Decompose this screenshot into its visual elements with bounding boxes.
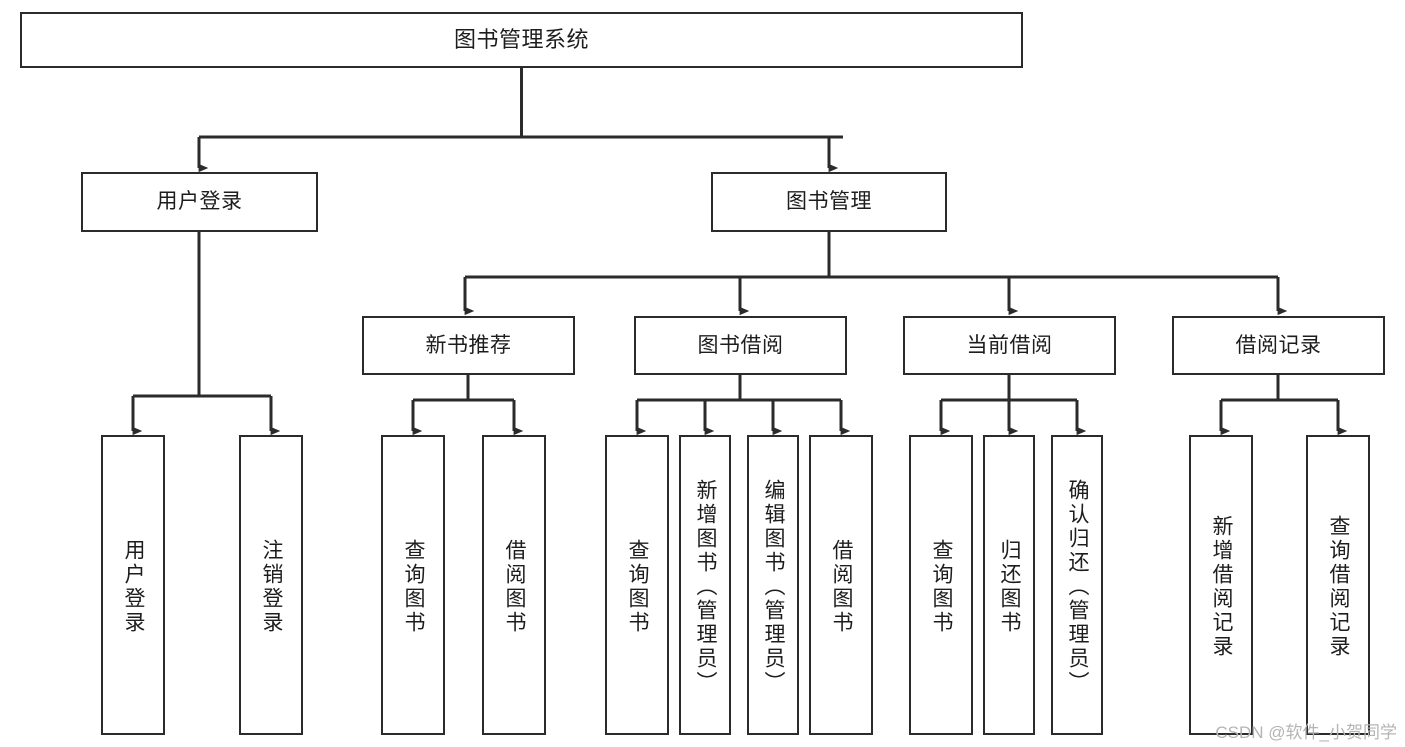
node-borrow-record[interactable]: 借阅记录 [1172,316,1385,375]
leaf-label: 归还图书 [998,539,1022,635]
leaf-add-borrow-record[interactable]: 新增借阅记录 [1189,435,1253,735]
node-book-borrow[interactable]: 图书借阅 [634,316,847,375]
leaf-confirm-return-admin[interactable]: 确认归还（管理员） [1051,435,1103,735]
leaf-logout-login[interactable]: 注销登录 [239,435,303,735]
leaf-label: 查询图书 [402,539,426,635]
node-label: 图书管理 [786,190,872,214]
leaf-query-borrow-record[interactable]: 查询借阅记录 [1306,435,1370,735]
leaf-label: 新增借阅记录 [1210,515,1234,659]
leaf-label: 查询图书 [626,539,650,635]
leaf-label: 新增图书（管理员） [694,479,718,695]
node-new-book-recommend[interactable]: 新书推荐 [362,316,575,375]
leaf-label: 注销登录 [260,539,284,635]
leaf-label: 借阅图书 [830,539,854,635]
node-root-library-management-system[interactable]: 图书管理系统 [20,12,1023,68]
node-label: 借阅记录 [1235,333,1322,357]
leaf-label: 借阅图书 [503,539,527,635]
watermark-text: CSDN @软件_小贺同学 [1215,723,1397,742]
leaf-query-book-recommend[interactable]: 查询图书 [381,435,445,735]
leaf-label: 确认归还（管理员） [1066,479,1090,695]
node-label: 当前借阅 [966,333,1053,357]
leaf-user-login[interactable]: 用户登录 [101,435,165,735]
leaf-query-book-borrow[interactable]: 查询图书 [605,435,669,735]
leaf-return-book[interactable]: 归还图书 [983,435,1035,735]
leaf-add-book-admin[interactable]: 新增图书（管理员） [679,435,731,735]
node-label: 图书管理系统 [453,26,589,52]
leaf-query-book-current[interactable]: 查询图书 [909,435,973,735]
leaf-label: 查询图书 [930,539,954,635]
node-label: 用户登录 [156,190,243,214]
leaf-edit-book-admin[interactable]: 编辑图书（管理员） [747,435,799,735]
leaf-borrow-book-recommend[interactable]: 借阅图书 [482,435,546,735]
leaf-label: 查询借阅记录 [1327,515,1351,659]
node-user-login[interactable]: 用户登录 [81,172,318,232]
leaf-borrow-book[interactable]: 借阅图书 [809,435,873,735]
leaf-label: 编辑图书（管理员） [762,479,786,695]
leaf-label: 用户登录 [122,539,146,635]
node-label: 图书借阅 [697,333,784,357]
node-book-management[interactable]: 图书管理 [711,172,947,232]
node-current-borrow[interactable]: 当前借阅 [903,316,1116,375]
node-label: 新书推荐 [425,333,512,357]
